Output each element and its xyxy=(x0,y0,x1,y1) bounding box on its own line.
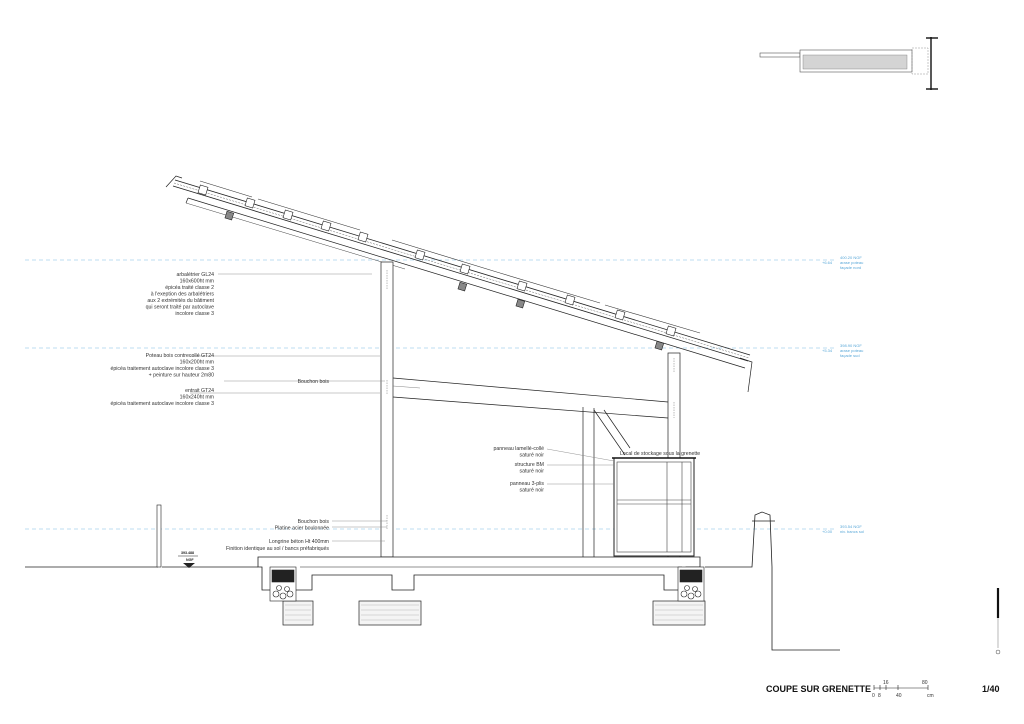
svg-text:arbalétrier GL24: arbalétrier GL24 xyxy=(177,272,215,278)
svg-text:niv. bancs sol: niv. bancs sol xyxy=(840,529,864,534)
svg-text:+0.00: +0.00 xyxy=(822,529,833,534)
svg-text:+6.64: +6.64 xyxy=(822,260,833,265)
svg-text:393.54 NGF: 393.54 NGF xyxy=(840,524,862,529)
svg-text:façade nord: façade nord xyxy=(840,265,861,270)
svg-text:panneau lamellé-collé: panneau lamellé-collé xyxy=(494,446,545,452)
svg-text:incolore classe 3: incolore classe 3 xyxy=(175,311,214,317)
annotation-bouchon-top: Bouchon bois xyxy=(298,379,330,385)
svg-text:qui seront traité par autoclav: qui seront traité par autoclave xyxy=(146,305,214,311)
scale-bar: 0 8 16 40 80 cm xyxy=(872,680,934,699)
annotation-bouchon-platine: Bouchon bois Platine acier boulonnée xyxy=(275,519,330,532)
svg-text:Finition identique au sol / ba: Finition identique au sol / bancs préfab… xyxy=(226,546,329,552)
svg-text:8: 8 xyxy=(878,693,881,699)
svg-text:+5.34: +5.34 xyxy=(822,348,833,353)
level-label-mid: 398.90 NGF +5.34 arase poteau façade sud xyxy=(822,343,863,358)
ground xyxy=(25,504,840,651)
svg-text:80: 80 xyxy=(922,680,928,686)
roof-panels xyxy=(199,180,701,334)
svg-text:saturé noir: saturé noir xyxy=(519,469,544,475)
svg-text:épicéa traitement autoclave in: épicéa traitement autoclave incolore cla… xyxy=(110,366,214,372)
svg-text:épicéa traité classe 2: épicéa traité classe 2 xyxy=(165,285,214,291)
svg-text:0: 0 xyxy=(872,693,875,699)
level-label-top: 400.20 NGF +6.64 arase poteau façade nor… xyxy=(822,255,863,270)
svg-text:arase poteau: arase poteau xyxy=(840,260,863,265)
svg-text:façade sud: façade sud xyxy=(840,353,860,358)
svg-text:Poteau bois contrecollé GT24: Poteau bois contrecollé GT24 xyxy=(146,353,214,359)
title-block: COUPE SUR GRENETTE 1/40 xyxy=(766,684,1000,694)
storage-label: Local de stockage sous la grenette xyxy=(620,451,700,457)
svg-text:160x200ht mm: 160x200ht mm xyxy=(180,360,214,366)
svg-text:Bouchon bois: Bouchon bois xyxy=(298,379,330,385)
svg-text:panneau 3-plis: panneau 3-plis xyxy=(510,481,544,487)
purlins xyxy=(197,184,677,351)
annotation-longrine: Longrine béton Ht 400mm Finition identiq… xyxy=(226,539,329,552)
svg-text:400.20 NGF: 400.20 NGF xyxy=(840,255,862,260)
key-plan xyxy=(759,37,938,90)
ground-level-marker: 393.488 NGF xyxy=(178,551,198,568)
svg-text:Longrine béton Ht 400mm: Longrine béton Ht 400mm xyxy=(269,539,329,545)
gravel-drain-right xyxy=(677,566,705,602)
svg-text:393.488: 393.488 xyxy=(181,551,194,555)
level-label-ground: 393.54 NGF +0.00 niv. bancs sol xyxy=(822,524,864,534)
svg-text:NGF: NGF xyxy=(186,558,194,562)
svg-text:à l'exeption des arbalétriers: à l'exeption des arbalétriers xyxy=(151,292,215,298)
storage-unit: Local de stockage sous la grenette xyxy=(612,451,700,557)
annotation-structure-bm: structure BM saturé noir xyxy=(515,462,545,475)
svg-text:arase poteau: arase poteau xyxy=(840,348,863,353)
annotation-panneau-lamelle: panneau lamellé-collé saturé noir xyxy=(494,446,545,459)
svg-text:40: 40 xyxy=(896,693,902,699)
annotation-arbaletrier: arbalétrier GL24 160x600ht mm épicéa tra… xyxy=(146,272,215,317)
svg-text:entrait GT24: entrait GT24 xyxy=(185,388,214,394)
svg-text:+ peinture sur hauteur 2m80: + peinture sur hauteur 2m80 xyxy=(149,373,214,379)
section-marker xyxy=(995,588,1001,655)
svg-text:saturé noir: saturé noir xyxy=(519,453,544,459)
tie-beam xyxy=(392,377,669,557)
svg-text:Platine acier boulonnée: Platine acier boulonnée xyxy=(275,526,329,532)
svg-text:Bouchon bois: Bouchon bois xyxy=(298,519,330,525)
svg-text:aux 2 extrémités du bâtiment: aux 2 extrémités du bâtiment xyxy=(147,298,214,304)
leader-lines xyxy=(190,273,615,542)
annotation-poteau: Poteau bois contrecollé GT24 160x200ht m… xyxy=(110,353,214,379)
drawing-title: COUPE SUR GRENETTE xyxy=(766,684,871,694)
drawing-scale: 1/40 xyxy=(982,684,1000,694)
svg-text:épicéa traitement autoclave in: épicéa traitement autoclave incolore cla… xyxy=(110,401,214,407)
roof xyxy=(165,175,753,393)
svg-text:16: 16 xyxy=(883,680,889,686)
main-post xyxy=(380,261,394,558)
svg-text:saturé noir: saturé noir xyxy=(519,488,544,494)
svg-text:cm: cm xyxy=(927,693,934,699)
svg-text:160x600ht mm: 160x600ht mm xyxy=(180,279,214,285)
svg-text:160x240ht mm: 160x240ht mm xyxy=(180,395,214,401)
gravel-drain-left xyxy=(269,566,297,602)
svg-text:structure BM: structure BM xyxy=(515,462,544,468)
annotation-panneau-3plis: panneau 3-plis saturé noir xyxy=(510,481,544,494)
annotation-entrait: entrait GT24 160x240ht mm épicéa traitem… xyxy=(110,388,214,407)
svg-text:398.90 NGF: 398.90 NGF xyxy=(840,343,862,348)
